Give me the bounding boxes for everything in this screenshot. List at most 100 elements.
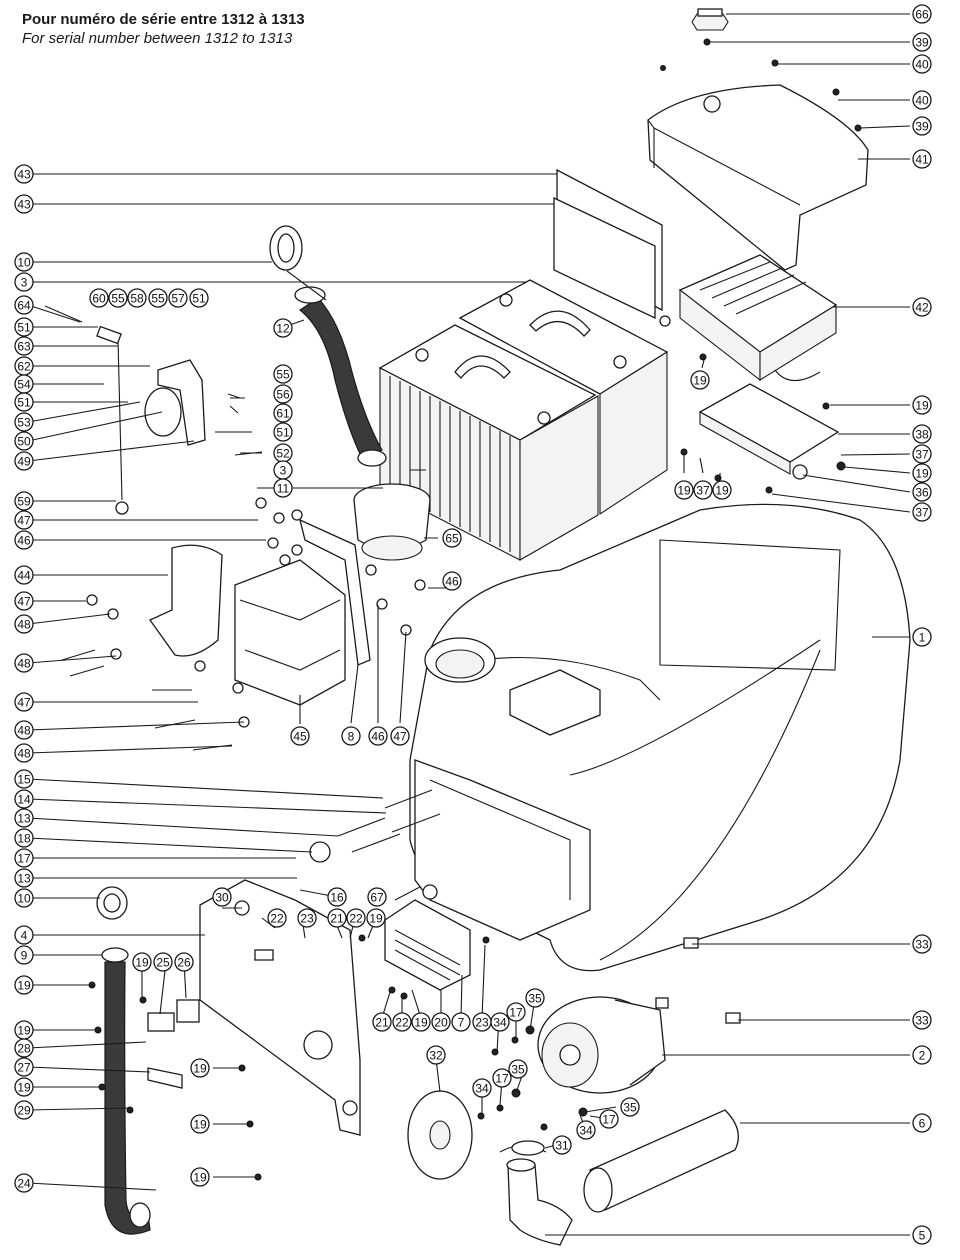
callout-label: 10 xyxy=(17,256,31,270)
callout-label: 44 xyxy=(17,569,31,583)
callout-55c: 55 xyxy=(273,364,293,384)
callout-2: 2 xyxy=(912,1045,932,1065)
callout-8: 8 xyxy=(341,726,361,746)
part-fasteners xyxy=(44,38,862,1181)
part-filter xyxy=(353,483,431,561)
callout-circle xyxy=(14,451,34,471)
diagram-header: Pour numéro de série entre 1312 à 1313 F… xyxy=(22,10,305,48)
callout-circle xyxy=(472,1078,492,1098)
callout-circle xyxy=(14,743,34,763)
callout-58: 58 xyxy=(127,288,147,308)
callout-34b: 34 xyxy=(472,1078,492,1098)
callout-circle xyxy=(693,480,713,500)
callout-circle xyxy=(912,116,932,136)
callout-15: 15 xyxy=(14,769,34,789)
callout-6: 6 xyxy=(912,1113,932,1133)
part-mount-brackets xyxy=(149,518,371,706)
callout-circle xyxy=(14,692,34,712)
callout-circle xyxy=(14,653,34,673)
callout-label: 30 xyxy=(215,891,229,905)
callout-circle xyxy=(14,1077,34,1097)
callout-label: 39 xyxy=(915,36,929,50)
callout-label: 12 xyxy=(276,322,290,336)
callout-circle xyxy=(14,530,34,550)
callout-label: 34 xyxy=(475,1082,489,1096)
callout-circle xyxy=(451,1012,471,1032)
callout-39b: 39 xyxy=(912,116,932,136)
callout-label: 65 xyxy=(445,532,459,546)
callout-label: 50 xyxy=(17,435,31,449)
callout-67: 67 xyxy=(367,887,387,907)
callout-circle xyxy=(14,510,34,530)
callout-circle xyxy=(212,887,232,907)
callout-circle xyxy=(127,288,147,308)
callout-circle xyxy=(372,1012,392,1032)
callout-label: 25 xyxy=(156,956,170,970)
callout-51b: 51 xyxy=(14,317,34,337)
callout-label: 43 xyxy=(17,168,31,182)
callout-circle xyxy=(599,1109,619,1129)
callout-47b: 47 xyxy=(14,591,34,611)
part-tank-body xyxy=(409,503,911,972)
callout-circle xyxy=(912,297,932,317)
callout-circle xyxy=(912,934,932,954)
callout-label: 14 xyxy=(17,793,31,807)
callout-label: 22 xyxy=(270,912,284,926)
callout-label: 48 xyxy=(17,657,31,671)
callout-label: 16 xyxy=(330,891,344,905)
callout-28: 28 xyxy=(14,1038,34,1058)
callout-circle xyxy=(912,54,932,74)
callout-label: 19 xyxy=(715,484,729,498)
callout-label: 66 xyxy=(915,8,929,22)
callout-label: 3 xyxy=(21,276,28,290)
callout-circle xyxy=(912,149,932,169)
callout-47d: 47 xyxy=(390,726,410,746)
callout-label: 26 xyxy=(177,956,191,970)
callout-48a: 48 xyxy=(14,614,34,634)
callout-circle xyxy=(327,908,347,928)
callout-29: 29 xyxy=(14,1100,34,1120)
callout-label: 46 xyxy=(17,534,31,548)
callout-51c: 51 xyxy=(14,392,34,412)
callout-17a: 17 xyxy=(14,848,34,868)
callout-label: 21 xyxy=(375,1016,389,1030)
callout-label: 62 xyxy=(17,360,31,374)
callout-circle xyxy=(431,1012,451,1032)
callout-circle xyxy=(552,1135,572,1155)
callout-label: 19 xyxy=(17,979,31,993)
callout-circle xyxy=(508,1059,528,1079)
callout-label: 60 xyxy=(92,292,106,306)
callout-circle xyxy=(327,887,347,907)
callout-label: 13 xyxy=(17,812,31,826)
callout-label: 59 xyxy=(17,495,31,509)
callout-10a: 10 xyxy=(14,252,34,272)
callout-circle xyxy=(14,272,34,292)
callout-circle xyxy=(576,1120,596,1140)
callout-50: 50 xyxy=(14,431,34,451)
callout-circle xyxy=(712,480,732,500)
callout-label: 33 xyxy=(915,1014,929,1028)
callout-label: 55 xyxy=(111,292,125,306)
callout-33b: 33 xyxy=(912,1010,932,1030)
part-spacers xyxy=(655,937,741,1024)
callout-10b: 10 xyxy=(14,888,34,908)
callout-27: 27 xyxy=(14,1057,34,1077)
callout-40a: 40 xyxy=(912,54,932,74)
callout-circle xyxy=(273,318,293,338)
callout-26: 26 xyxy=(174,952,194,972)
callout-circle xyxy=(168,288,188,308)
part-circuit-board xyxy=(384,899,471,991)
callout-3a: 3 xyxy=(14,272,34,292)
part-vacuum-motor xyxy=(537,996,666,1094)
callout-16: 16 xyxy=(327,887,347,907)
callout-38: 38 xyxy=(912,424,932,444)
callout-label: 37 xyxy=(915,448,929,462)
part-exhaust-tube xyxy=(583,1109,739,1213)
callout-label: 19 xyxy=(915,467,929,481)
callout-37a: 37 xyxy=(912,444,932,464)
part-lever-assembly xyxy=(96,325,206,515)
part-cap xyxy=(691,8,729,31)
callout-36: 36 xyxy=(912,482,932,502)
callout-circle xyxy=(190,1167,210,1187)
callout-label: 13 xyxy=(17,872,31,886)
